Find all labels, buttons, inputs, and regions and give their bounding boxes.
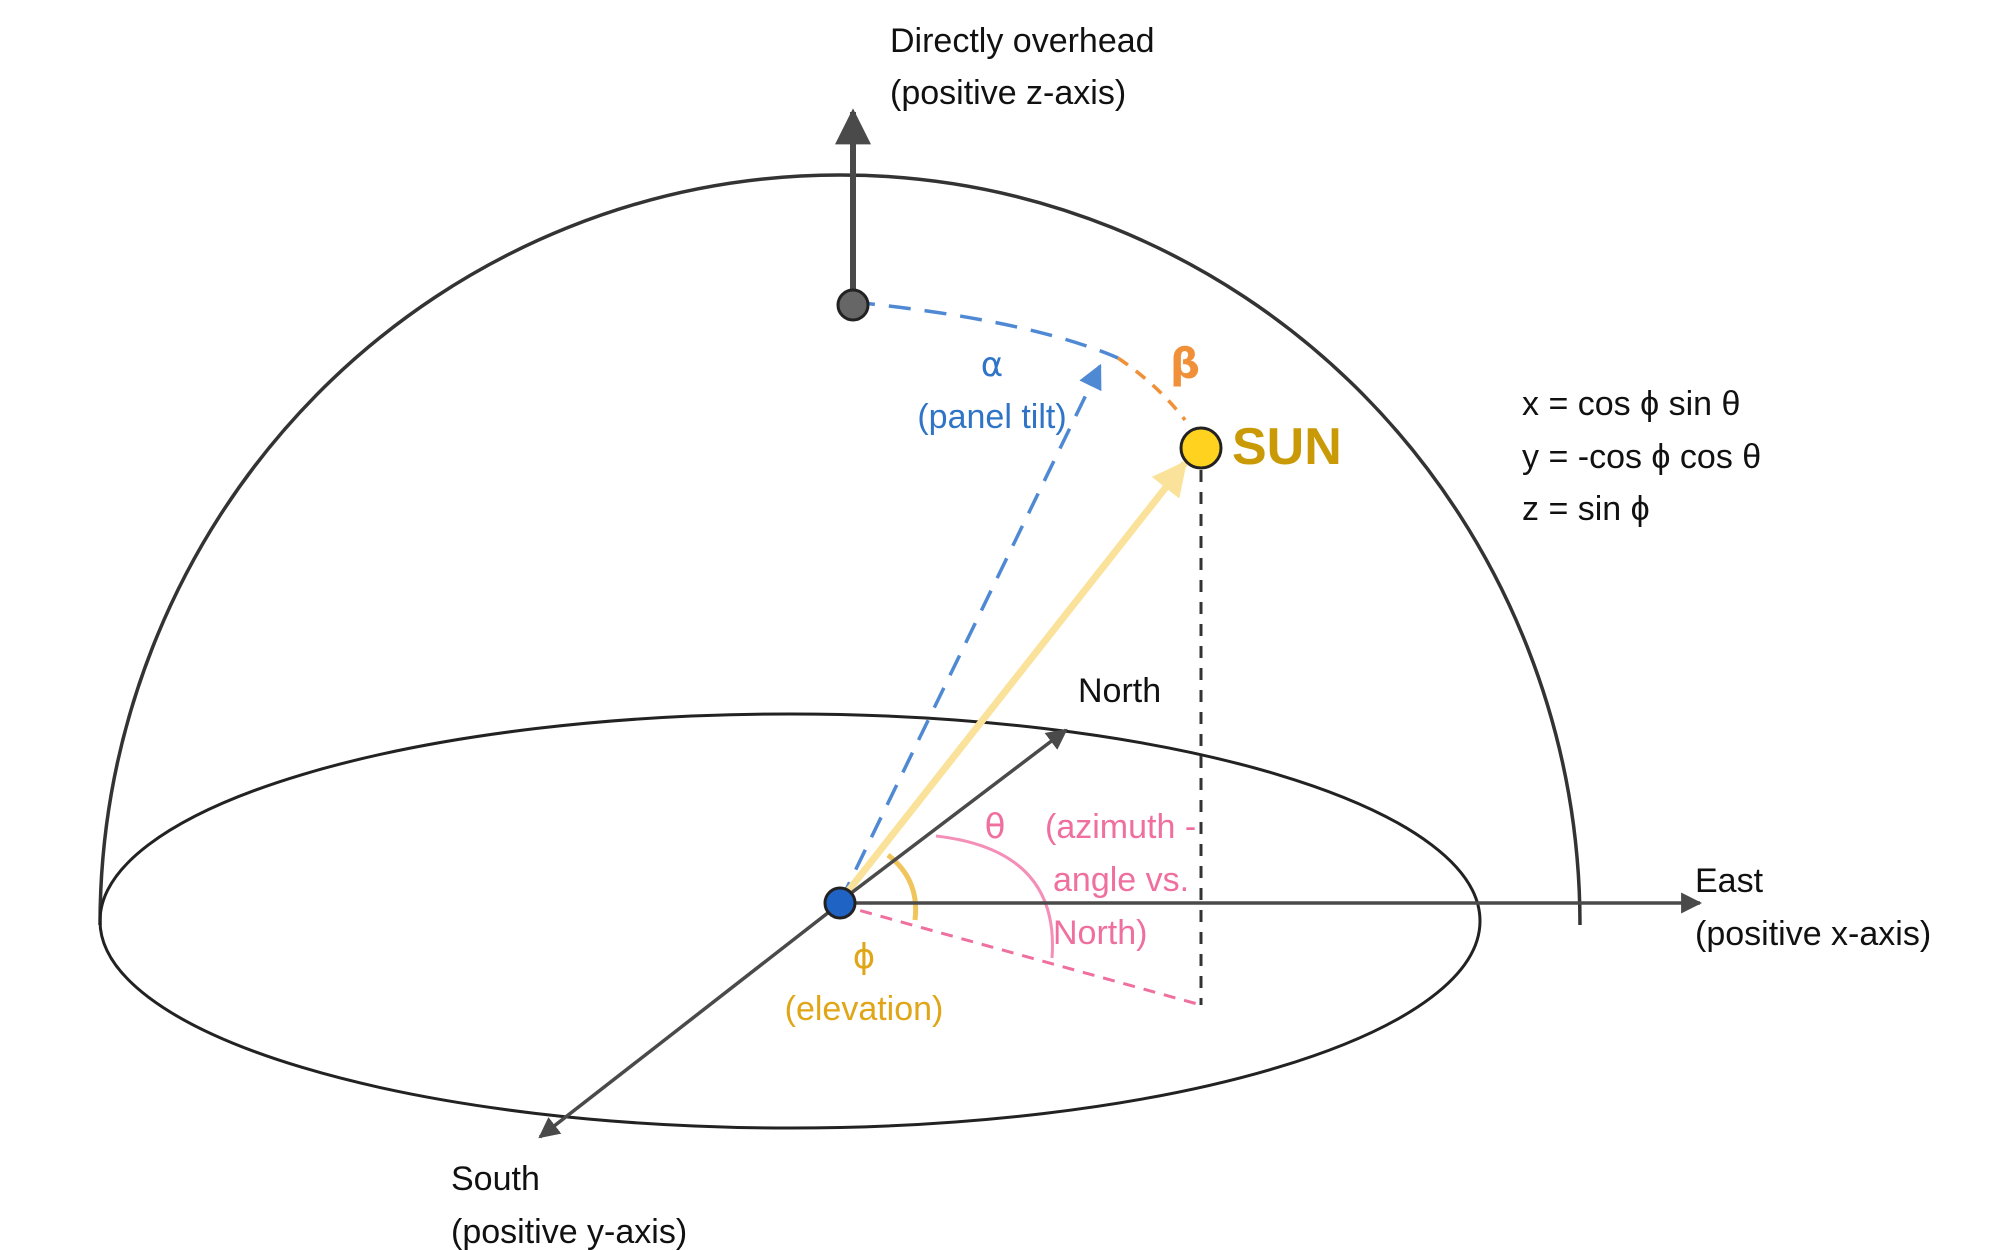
south-label-line1: South xyxy=(451,1160,540,1198)
beta-symbol: β xyxy=(1170,339,1200,388)
panel-tilt-line xyxy=(838,363,1102,903)
alpha-symbol: α xyxy=(981,345,1003,385)
theta-symbol: θ xyxy=(985,807,1006,847)
azimuth-arc xyxy=(935,834,1054,959)
origin-point xyxy=(823,886,857,920)
north-label: North xyxy=(1078,672,1161,710)
alpha-description: (panel tilt) xyxy=(917,398,1066,436)
tilt-arc xyxy=(852,300,1119,360)
beta-arc xyxy=(1117,356,1187,422)
sun-label: SUN xyxy=(1232,418,1342,476)
elevation-label: (elevation) xyxy=(785,990,944,1028)
equation-z: z = sin ϕ xyxy=(1522,490,1650,528)
equation-y: y = -cos ϕ cos θ xyxy=(1522,438,1761,476)
south-axis xyxy=(538,903,840,1139)
south-label-line2: (positive y-axis) xyxy=(451,1213,687,1250)
sun-icon xyxy=(1179,426,1223,470)
azimuth-label-line3: North) xyxy=(1053,914,1147,952)
azimuth-label-line1: (azimuth - xyxy=(1045,808,1196,846)
azimuth-label-line2: angle vs. xyxy=(1053,861,1189,899)
horizon-ellipse xyxy=(98,712,1482,1130)
overhead-point xyxy=(836,288,870,322)
overhead-label-line1: Directly overhead xyxy=(890,22,1155,60)
elevation-arc xyxy=(886,853,919,921)
sun-ray-arrow xyxy=(842,460,1188,898)
north-axis xyxy=(840,728,1068,902)
hemisphere-dome xyxy=(98,173,1582,926)
equation-x: x = cos ϕ sin θ xyxy=(1522,385,1740,423)
east-label-line1: East xyxy=(1695,862,1764,900)
phi-symbol: ϕ xyxy=(853,937,875,977)
east-label-line2: (positive x-axis) xyxy=(1695,915,1931,953)
overhead-label-line2: (positive z-axis) xyxy=(890,74,1126,112)
